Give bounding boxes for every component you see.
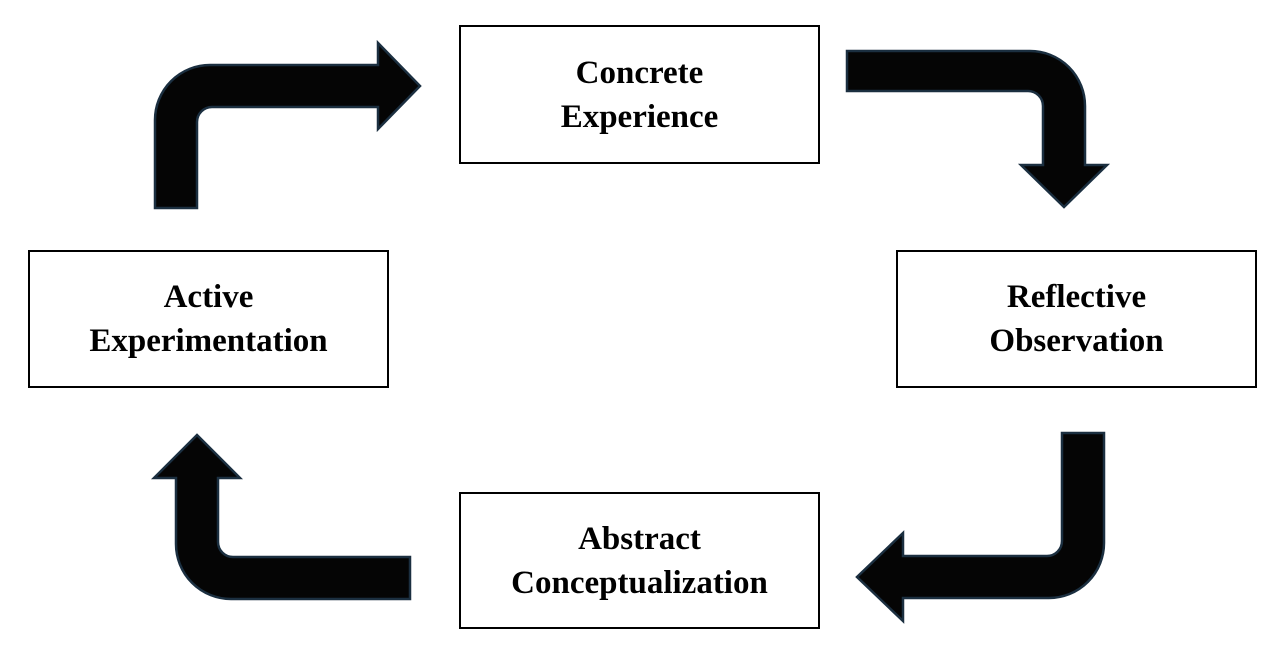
node-label-line: Concrete (575, 54, 704, 91)
node-label-line: Active (163, 279, 254, 315)
node-reflective-observation: Reflective Observation (896, 250, 1257, 388)
bent-arrow-concrete-to-reflective (845, 49, 1111, 209)
node-label-line: Experience (560, 98, 719, 135)
node-concrete-experience: Concrete Experience (459, 25, 820, 164)
node-label-line: Abstract (578, 520, 701, 557)
node-label-line: Reflective (1006, 279, 1147, 315)
node-label-line: Experimentation (89, 323, 328, 359)
bent-arrow-abstract-to-active (150, 433, 412, 601)
bent-arrow-reflective-to-abstract (855, 431, 1106, 624)
node-label-line: Conceptualization (511, 564, 768, 601)
node-abstract-conceptualization: Abstract Conceptualization (459, 492, 820, 629)
bent-arrow-active-to-concrete (153, 39, 422, 210)
node-active-experimentation: Active Experimentation (28, 250, 389, 388)
node-label-line: Observation (989, 323, 1164, 359)
